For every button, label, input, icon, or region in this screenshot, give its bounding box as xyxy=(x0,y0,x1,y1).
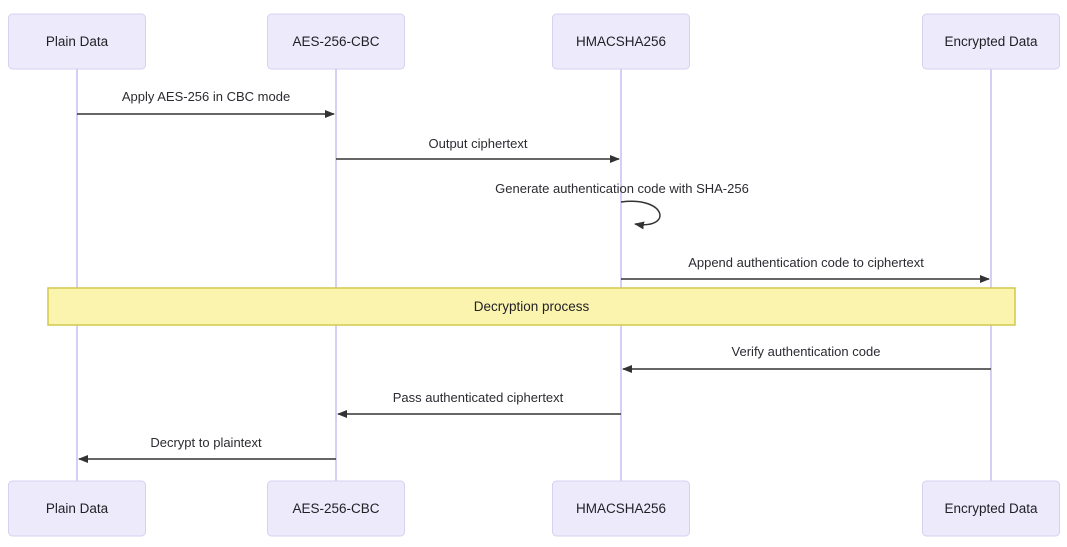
message-label: Verify authentication code xyxy=(732,344,881,359)
lifelines-group xyxy=(76,69,992,481)
actor-label: HMACSHA256 xyxy=(576,501,666,516)
message-label: Pass authenticated ciphertext xyxy=(393,390,564,405)
message-label: Output ciphertext xyxy=(429,136,528,151)
notes-group: Decryption process xyxy=(47,287,1016,326)
message-label: Decrypt to plaintext xyxy=(150,435,262,450)
actor-box[interactable] xyxy=(922,13,1060,70)
actor-label: HMACSHA256 xyxy=(576,34,666,49)
actors-bottom-group: Plain Data AES-256-CBC HMACSHA256 Encrypted… xyxy=(8,480,1060,537)
note-background xyxy=(47,287,1016,326)
actor-hmac-bottom[interactable]: HMACSHA256 xyxy=(552,480,690,537)
actor-box[interactable] xyxy=(267,13,405,70)
actor-label: Plain Data xyxy=(46,501,109,516)
actors-top-group: Plain Data AES-256-CBC HMACSHA256 Encrypted… xyxy=(8,13,1060,70)
actor-box[interactable] xyxy=(552,480,690,537)
actor-label: AES-256-CBC xyxy=(292,501,379,516)
actor-box[interactable] xyxy=(8,480,146,537)
actor-enc-top[interactable]: Encrypted Data xyxy=(922,13,1060,70)
actor-label: Plain Data xyxy=(46,34,109,49)
actor-plain-bottom[interactable]: Plain Data xyxy=(8,480,146,537)
message-m2: Output ciphertext xyxy=(336,136,620,163)
actor-label: AES-256-CBC xyxy=(292,34,379,49)
actor-box[interactable] xyxy=(552,13,690,70)
message-label: Append authentication code to ciphertext xyxy=(688,255,924,270)
message-label: Apply AES-256 in CBC mode xyxy=(122,89,290,104)
actor-box[interactable] xyxy=(8,13,146,70)
actor-box[interactable] xyxy=(267,480,405,537)
actor-plain-top[interactable]: Plain Data xyxy=(8,13,146,70)
message-m3: Generate authentication code with SHA-25… xyxy=(495,181,749,230)
note-label: Decryption process xyxy=(474,299,590,314)
actor-label: Encrypted Data xyxy=(944,501,1038,516)
self-loop-arrow xyxy=(620,200,661,230)
actor-aes-bottom[interactable]: AES-256-CBC xyxy=(267,480,405,537)
actor-enc-bottom[interactable]: Encrypted Data xyxy=(922,480,1060,537)
message-m5: Verify authentication code xyxy=(622,344,991,373)
message-m4: Append authentication code to ciphertext xyxy=(621,255,990,283)
actor-label: Encrypted Data xyxy=(944,34,1038,49)
message-m6: Pass authenticated ciphertext xyxy=(337,390,621,418)
actor-hmac-top[interactable]: HMACSHA256 xyxy=(552,13,690,70)
message-m1: Apply AES-256 in CBC mode xyxy=(77,89,335,118)
actor-box[interactable] xyxy=(922,480,1060,537)
message-m7: Decrypt to plaintext xyxy=(78,435,336,463)
actor-aes-top[interactable]: AES-256-CBC xyxy=(267,13,405,70)
message-label: Generate authentication code with SHA-25… xyxy=(495,181,749,196)
note-n1: Decryption process xyxy=(47,287,1016,326)
